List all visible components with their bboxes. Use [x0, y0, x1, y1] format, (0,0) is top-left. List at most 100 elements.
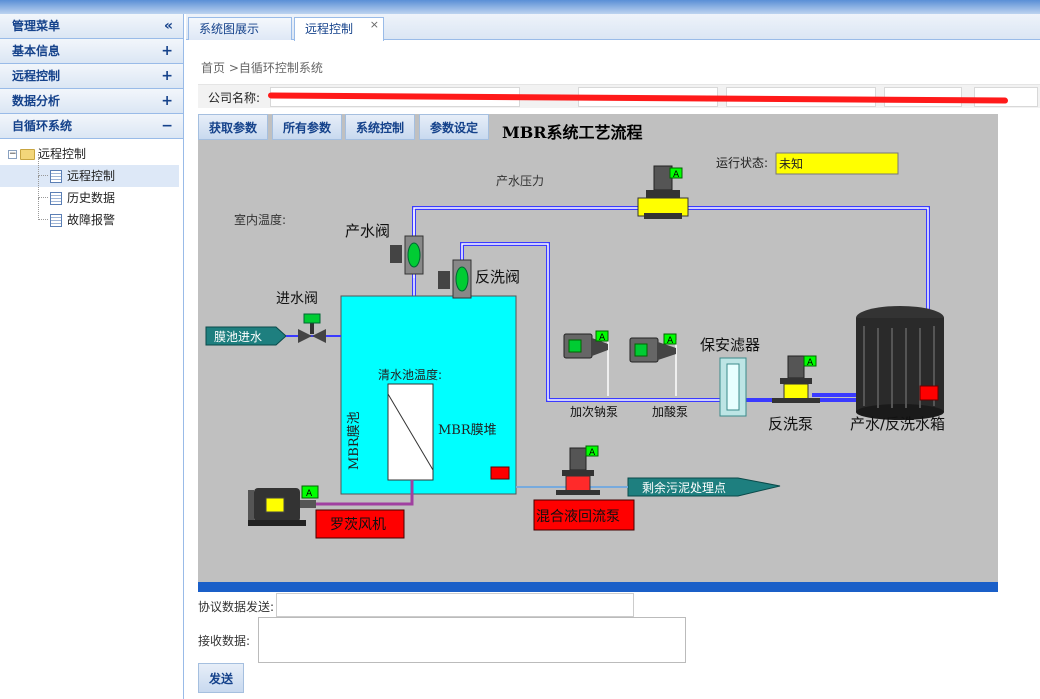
tab-label: 远程控制	[305, 22, 354, 36]
blower-label-box	[315, 509, 405, 539]
mixed-pump-label-box	[533, 499, 635, 531]
mixed-pump-auto-badge: A	[589, 448, 596, 458]
close-tab-icon[interactable]: ×	[369, 18, 379, 31]
page-icon	[50, 214, 62, 227]
mixed-liquor-pump[interactable]: A	[556, 445, 600, 495]
product-valve-label: 产水阀	[345, 222, 390, 240]
section-label: 远程控制	[12, 69, 61, 83]
roots-blower[interactable]: A	[248, 485, 319, 526]
top-banner	[0, 0, 1040, 14]
sidebar: 管理菜单 « 基本信息 + 远程控制 + 数据分析 + 自循环系统 − − 远程控…	[0, 14, 184, 699]
collapse-sidebar-icon[interactable]: «	[163, 18, 173, 34]
main-content: 首页 >自循环控制系统 公司名称: MBR系统工艺流程 运行状态: 未知 产水压…	[186, 41, 1040, 699]
run-status-value: 未知	[779, 157, 803, 171]
product-pump[interactable]: A	[637, 165, 689, 219]
expand-icon[interactable]: +	[161, 93, 173, 109]
company-label: 公司名称:	[208, 91, 261, 105]
tree-connector	[38, 176, 48, 198]
folder-icon	[20, 149, 35, 160]
product-pump-auto-badge: A	[673, 170, 680, 180]
param-settings-button[interactable]: 参数设定	[419, 114, 490, 140]
inlet-valve[interactable]	[298, 313, 326, 343]
collapse-icon[interactable]: −	[161, 118, 173, 134]
tank-label: 产水/反洗水箱	[850, 415, 945, 433]
expand-icon[interactable]: +	[161, 43, 173, 59]
system-control-button[interactable]: 系统控制	[345, 114, 416, 140]
clear-pool-temp-label: 清水池温度:	[378, 367, 442, 382]
section-data-analysis[interactable]: 数据分析 +	[0, 89, 183, 114]
mbr-pool-label: MBR膜池	[347, 411, 362, 470]
mbr-stack-label: MBR膜堆	[438, 423, 497, 438]
acid-pump[interactable]: A	[629, 333, 677, 363]
send-button[interactable]: 发送	[198, 663, 244, 693]
tab-system-diagram[interactable]: 系统图展示	[188, 17, 292, 40]
send-data-label: 协议数据发送:	[198, 600, 275, 614]
backwash-valve[interactable]	[438, 259, 472, 299]
blower-auto-badge: A	[306, 489, 313, 499]
get-params-button[interactable]: 获取参数	[198, 114, 269, 140]
backwash-valve-label: 反洗阀	[475, 268, 520, 286]
naclo-pump-label: 加次钠泵	[570, 404, 618, 419]
receive-data-textarea[interactable]	[258, 617, 686, 663]
acid-pump-label: 加酸泵	[652, 404, 688, 419]
sidebar-title: 管理菜单 «	[0, 14, 183, 39]
section-remote-control[interactable]: 远程控制 +	[0, 64, 183, 89]
tree-root-label: 远程控制	[38, 147, 87, 161]
sidebar-title-label: 管理菜单	[12, 19, 61, 33]
tree-item-fault-alarm[interactable]: 故障报警	[0, 198, 183, 231]
tree-connector	[38, 198, 48, 220]
all-params-button[interactable]: 所有参数	[272, 114, 343, 140]
membrane-inlet-arrow	[205, 326, 287, 346]
sludge-label: 剩余污泥处理点	[642, 480, 726, 495]
run-status-box	[775, 152, 899, 175]
naclo-pump[interactable]: A	[563, 330, 609, 359]
tree-root-remote-control[interactable]: − 远程控制	[0, 143, 183, 165]
naclo-pump-auto-badge: A	[599, 333, 606, 343]
tab-label: 系统图展示	[199, 22, 260, 36]
page-icon	[50, 170, 62, 183]
tree-connector	[38, 154, 48, 176]
tree-toggle-icon[interactable]: −	[8, 149, 17, 159]
section-label: 数据分析	[12, 94, 61, 108]
page-icon	[50, 192, 62, 205]
section-basic-info[interactable]: 基本信息 +	[0, 39, 183, 64]
product-backwash-tank	[856, 306, 944, 420]
section-label: 基本信息	[12, 44, 61, 58]
air-pipe	[316, 480, 414, 506]
tab-remote-control[interactable]: 远程控制 ×	[294, 17, 384, 41]
backwash-pump[interactable]: A	[772, 355, 820, 403]
inlet-valve-label: 进水阀	[276, 291, 318, 307]
tree-item-history-data[interactable]: 历史数据	[0, 176, 183, 209]
security-filter	[719, 357, 747, 417]
backwash-pump-auto-badge: A	[807, 358, 814, 368]
tab-bar: 系统图展示 远程控制 ×	[186, 14, 1040, 41]
pool-alarm-indicator	[490, 466, 510, 480]
diagram-title: MBR系统工艺流程	[502, 123, 643, 142]
indoor-temp-label: 室内温度:	[234, 212, 286, 227]
panel-bottom-bar	[198, 582, 998, 592]
membrane-inlet-label: 膜池进水	[214, 330, 262, 344]
tree-item-label: 远程控制	[67, 169, 116, 183]
blower-label: 罗茨风机	[330, 517, 386, 533]
mbr-process-diagram: MBR系统工艺流程 运行状态: 未知 产水压力 室内温度: 清水池温度: MBR…	[198, 114, 998, 592]
receive-data-label: 接收数据:	[198, 634, 251, 648]
tree-item-label: 历史数据	[67, 191, 116, 205]
backwash-pump-label: 反洗泵	[768, 415, 813, 433]
security-filter-label: 保安滤器	[700, 336, 760, 354]
run-status-label: 运行状态:	[716, 156, 768, 170]
product-valve[interactable]	[390, 235, 424, 275]
tree-item-label: 故障报警	[67, 213, 116, 227]
nav-tree: − 远程控制 远程控制 历史数据 故障报警	[0, 139, 183, 231]
tree-item-remote-control[interactable]: 远程控制	[0, 154, 179, 187]
section-self-circulation[interactable]: 自循环系统 −	[0, 114, 183, 139]
mixed-pump-label: 混合液回流泵	[536, 509, 620, 525]
breadcrumb: 首页 >自循环控制系统	[201, 61, 323, 75]
expand-icon[interactable]: +	[161, 68, 173, 84]
company-row: 公司名称:	[198, 84, 1040, 108]
tank-alarm-indicator	[919, 385, 939, 401]
section-label: 自循环系统	[12, 119, 73, 133]
product-pressure-label: 产水压力	[496, 174, 544, 188]
acid-pump-auto-badge: A	[667, 336, 674, 346]
send-data-input[interactable]	[276, 593, 634, 617]
sludge-arrow	[627, 477, 781, 497]
